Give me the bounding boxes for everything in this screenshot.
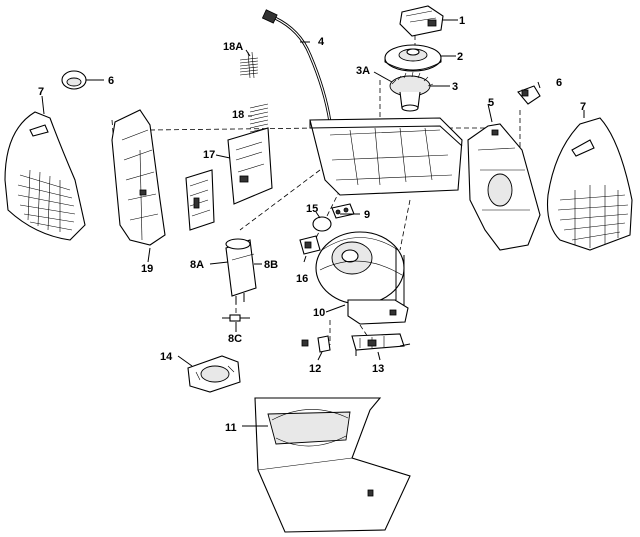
part-2-drive-plate [384,44,442,72]
assembly-dashed-lines [111,35,521,345]
label-9: 9 [364,209,370,221]
label-15: 15 [306,203,318,215]
part-7-light-lens-right [546,117,633,251]
leader-lines [41,19,585,427]
part-13-limit-assembly [351,333,411,356]
label-5: 5 [488,97,494,109]
part-4-power-cord [261,9,332,123]
label-13: 13 [372,363,384,375]
part-14-light-socket [187,355,241,393]
part-9-limit-switch [331,203,355,219]
label-8a: 8A [190,259,204,271]
part-19-end-panel [111,109,166,246]
part-6-lens-knob-right [517,85,541,105]
chassis-plate [309,117,463,196]
label-4: 4 [318,36,325,48]
part-11-cover [254,397,411,533]
label-3: 3 [452,81,458,93]
label-7-right: 7 [580,101,586,113]
part-8c-jumper [222,314,250,322]
label-16: 16 [296,273,308,285]
label-3a: 3A [356,65,370,77]
part-15-bushing [312,216,332,232]
label-6-left: 6 [108,75,114,87]
part-5-end-panel [467,123,541,251]
label-10: 10 [313,307,325,319]
callout-labels: 1 2 3 3A 4 5 6 6 7 7 8A 8B 8C 9 10 11 12… [38,15,586,434]
label-14: 14 [160,351,173,363]
label-2: 2 [457,51,463,63]
part-6-lens-knob-left [61,70,87,90]
part-18a-ribbon-cable [239,51,259,79]
part-18-connector [249,103,269,133]
part-16-sensor [299,235,321,255]
label-7-left: 7 [38,86,44,98]
label-8b: 8B [264,259,278,271]
label-8c: 8C [228,333,242,345]
label-1: 1 [459,15,465,27]
part-7-light-lens-left [4,111,86,241]
label-18a: 18A [223,41,243,53]
part-17-logic-board [185,127,273,231]
label-17: 17 [203,149,215,161]
label-12: 12 [309,363,321,375]
label-6-right: 6 [556,77,562,89]
label-11: 11 [225,422,237,434]
part-1-bracket [399,5,444,37]
label-19: 19 [141,263,153,275]
label-18: 18 [232,109,244,121]
part-10-motor [315,231,409,325]
part-12-rpm-sensor [301,335,331,353]
part-8-capacitor [225,238,257,304]
part-3-gear [389,71,434,112]
